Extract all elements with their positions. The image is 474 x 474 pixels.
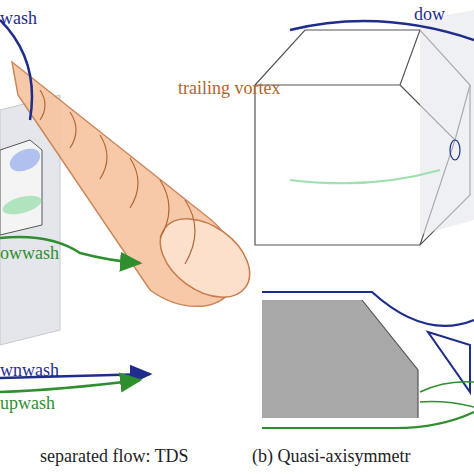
- subfigure-caption: separated flow: TDS: [40, 446, 189, 466]
- downwash-streamline: [0, 20, 32, 120]
- subfigure-caption: (b) Quasi-axisymmetr: [252, 446, 410, 466]
- upwash-label: upwash: [0, 393, 55, 413]
- vortex-end: [146, 203, 265, 314]
- downwash-label: dow: [414, 4, 445, 24]
- upwash-streamline: [0, 237, 140, 263]
- downwash-curve-b: [290, 21, 474, 40]
- upwash-vortex: [1, 192, 44, 218]
- lower-streamline: [262, 412, 474, 428]
- upwash-line: [0, 380, 140, 392]
- symmetry-plane-b: [420, 10, 474, 235]
- body-section: [262, 300, 418, 418]
- downwash-label: wash: [0, 8, 37, 28]
- vortex-label: trailing vortex: [178, 78, 280, 98]
- downwash-vortex: [6, 144, 43, 176]
- body-edge: [362, 300, 418, 418]
- vortex-rings: [40, 90, 195, 264]
- wake-line: [290, 170, 440, 183]
- upwash-label: owwash: [0, 243, 59, 263]
- downwash-label: wnwash: [0, 360, 59, 380]
- wake-lines: [420, 382, 474, 407]
- wake-vortex: [450, 140, 460, 160]
